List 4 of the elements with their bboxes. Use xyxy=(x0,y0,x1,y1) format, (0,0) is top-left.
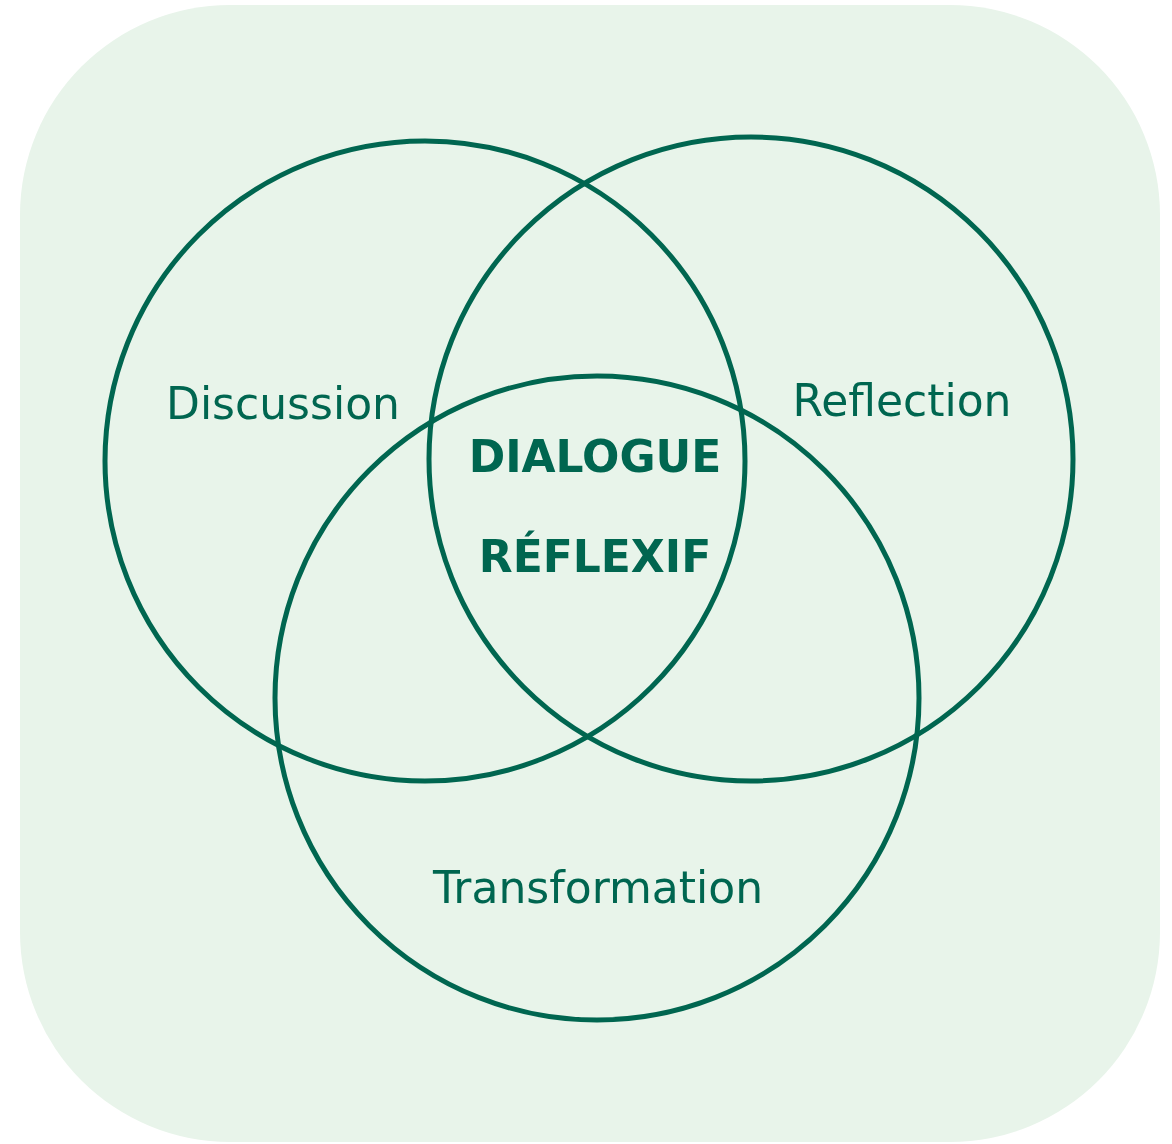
circle-label: Discussion xyxy=(166,379,400,429)
center-title: DIALOGUE RÉFLEXIF xyxy=(467,430,723,584)
circle-label: Transformation xyxy=(432,863,764,913)
circle-label: Reflection xyxy=(792,376,1012,426)
